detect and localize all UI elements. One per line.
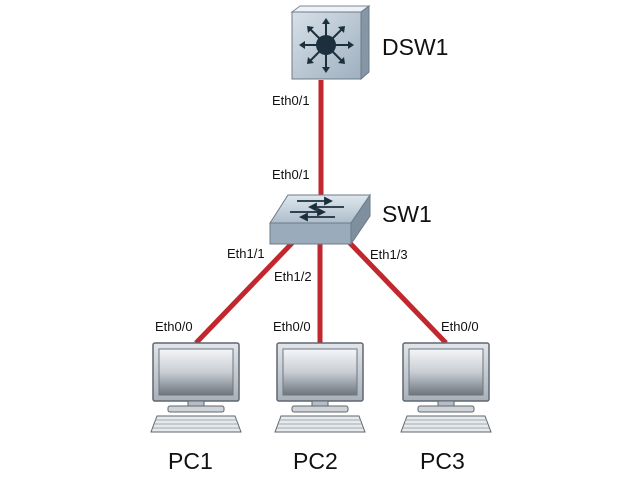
port-label-sw1-eth1-2: Eth1/2 bbox=[274, 269, 312, 284]
device-dsw1[interactable]: DSW1 bbox=[290, 5, 448, 81]
device-label-pc3: PC3 bbox=[420, 448, 465, 474]
pc-icon bbox=[274, 342, 366, 433]
port-label-pc2-eth0-0: Eth0/0 bbox=[273, 319, 311, 334]
port-label-sw1-eth0-1: Eth0/1 bbox=[272, 167, 310, 182]
port-label-sw1-eth1-1: Eth1/1 bbox=[227, 246, 265, 261]
pc-icon bbox=[400, 342, 492, 433]
port-labels: Eth0/1 Eth0/1 Eth1/1 Eth1/2 Eth1/3 Eth0/… bbox=[155, 93, 479, 334]
link-sw1-pc3[interactable] bbox=[344, 237, 448, 345]
layer2-switch-icon bbox=[269, 193, 371, 246]
multilayer-switch-icon bbox=[290, 5, 371, 81]
device-pc3[interactable]: PC3 bbox=[400, 342, 492, 474]
link-sw1-pc1[interactable] bbox=[194, 237, 298, 345]
device-sw1[interactable]: SW1 bbox=[269, 193, 432, 246]
links bbox=[194, 80, 448, 345]
device-label-pc1: PC1 bbox=[168, 448, 213, 474]
port-label-sw1-eth1-3: Eth1/3 bbox=[370, 247, 408, 262]
device-pc2[interactable]: PC2 bbox=[274, 342, 366, 474]
device-label-dsw1: DSW1 bbox=[382, 34, 448, 60]
port-label-pc1-eth0-0: Eth0/0 bbox=[155, 319, 193, 334]
device-label-sw1: SW1 bbox=[382, 201, 432, 227]
pc-icon bbox=[150, 342, 242, 433]
port-label-dsw1-eth0-1: Eth0/1 bbox=[272, 93, 310, 108]
port-label-pc3-eth0-0: Eth0/0 bbox=[441, 319, 479, 334]
device-label-pc2: PC2 bbox=[293, 448, 338, 474]
device-pc1[interactable]: PC1 bbox=[150, 342, 242, 474]
